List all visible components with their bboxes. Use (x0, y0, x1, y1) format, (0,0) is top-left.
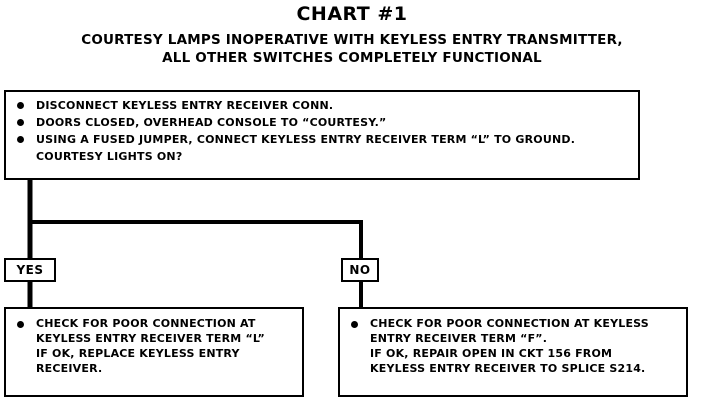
start-step-question: COURTESY LIGHTS ON? (36, 150, 183, 163)
start-step-box: DISCONNECT KEYLESS ENTRY RECEIVER CONN. … (4, 90, 640, 180)
bullet-icon (17, 119, 24, 126)
chart-title: CHART #1 (296, 3, 408, 25)
bullet-icon (17, 102, 24, 109)
no-result-text: CHECK FOR POOR CONNECTION AT KEYLESS ENT… (348, 316, 678, 376)
no-branch-label: NO (341, 258, 379, 282)
start-step-item: USING A FUSED JUMPER, CONNECT KEYLESS EN… (14, 131, 630, 165)
chart-subtitle-line-2: ALL OTHER SWITCHES COMPLETELY FUNCTIONAL (162, 50, 542, 66)
bullet-icon (17, 136, 24, 143)
yes-result-box: CHECK FOR POOR CONNECTION AT KEYLESS ENT… (4, 307, 304, 397)
no-result-box: CHECK FOR POOR CONNECTION AT KEYLESS ENT… (338, 307, 688, 397)
bullet-icon (17, 321, 24, 328)
yes-result-text: CHECK FOR POOR CONNECTION AT KEYLESS ENT… (14, 316, 294, 376)
start-step-item: DISCONNECT KEYLESS ENTRY RECEIVER CONN. (14, 97, 630, 114)
yes-branch-label: YES (4, 258, 56, 282)
chart-subtitle-line-1: COURTESY LAMPS INOPERATIVE WITH KEYLESS … (81, 32, 623, 48)
bullet-icon (351, 321, 358, 328)
start-step-item: DOORS CLOSED, OVERHEAD CONSOLE TO “COURT… (14, 114, 630, 131)
